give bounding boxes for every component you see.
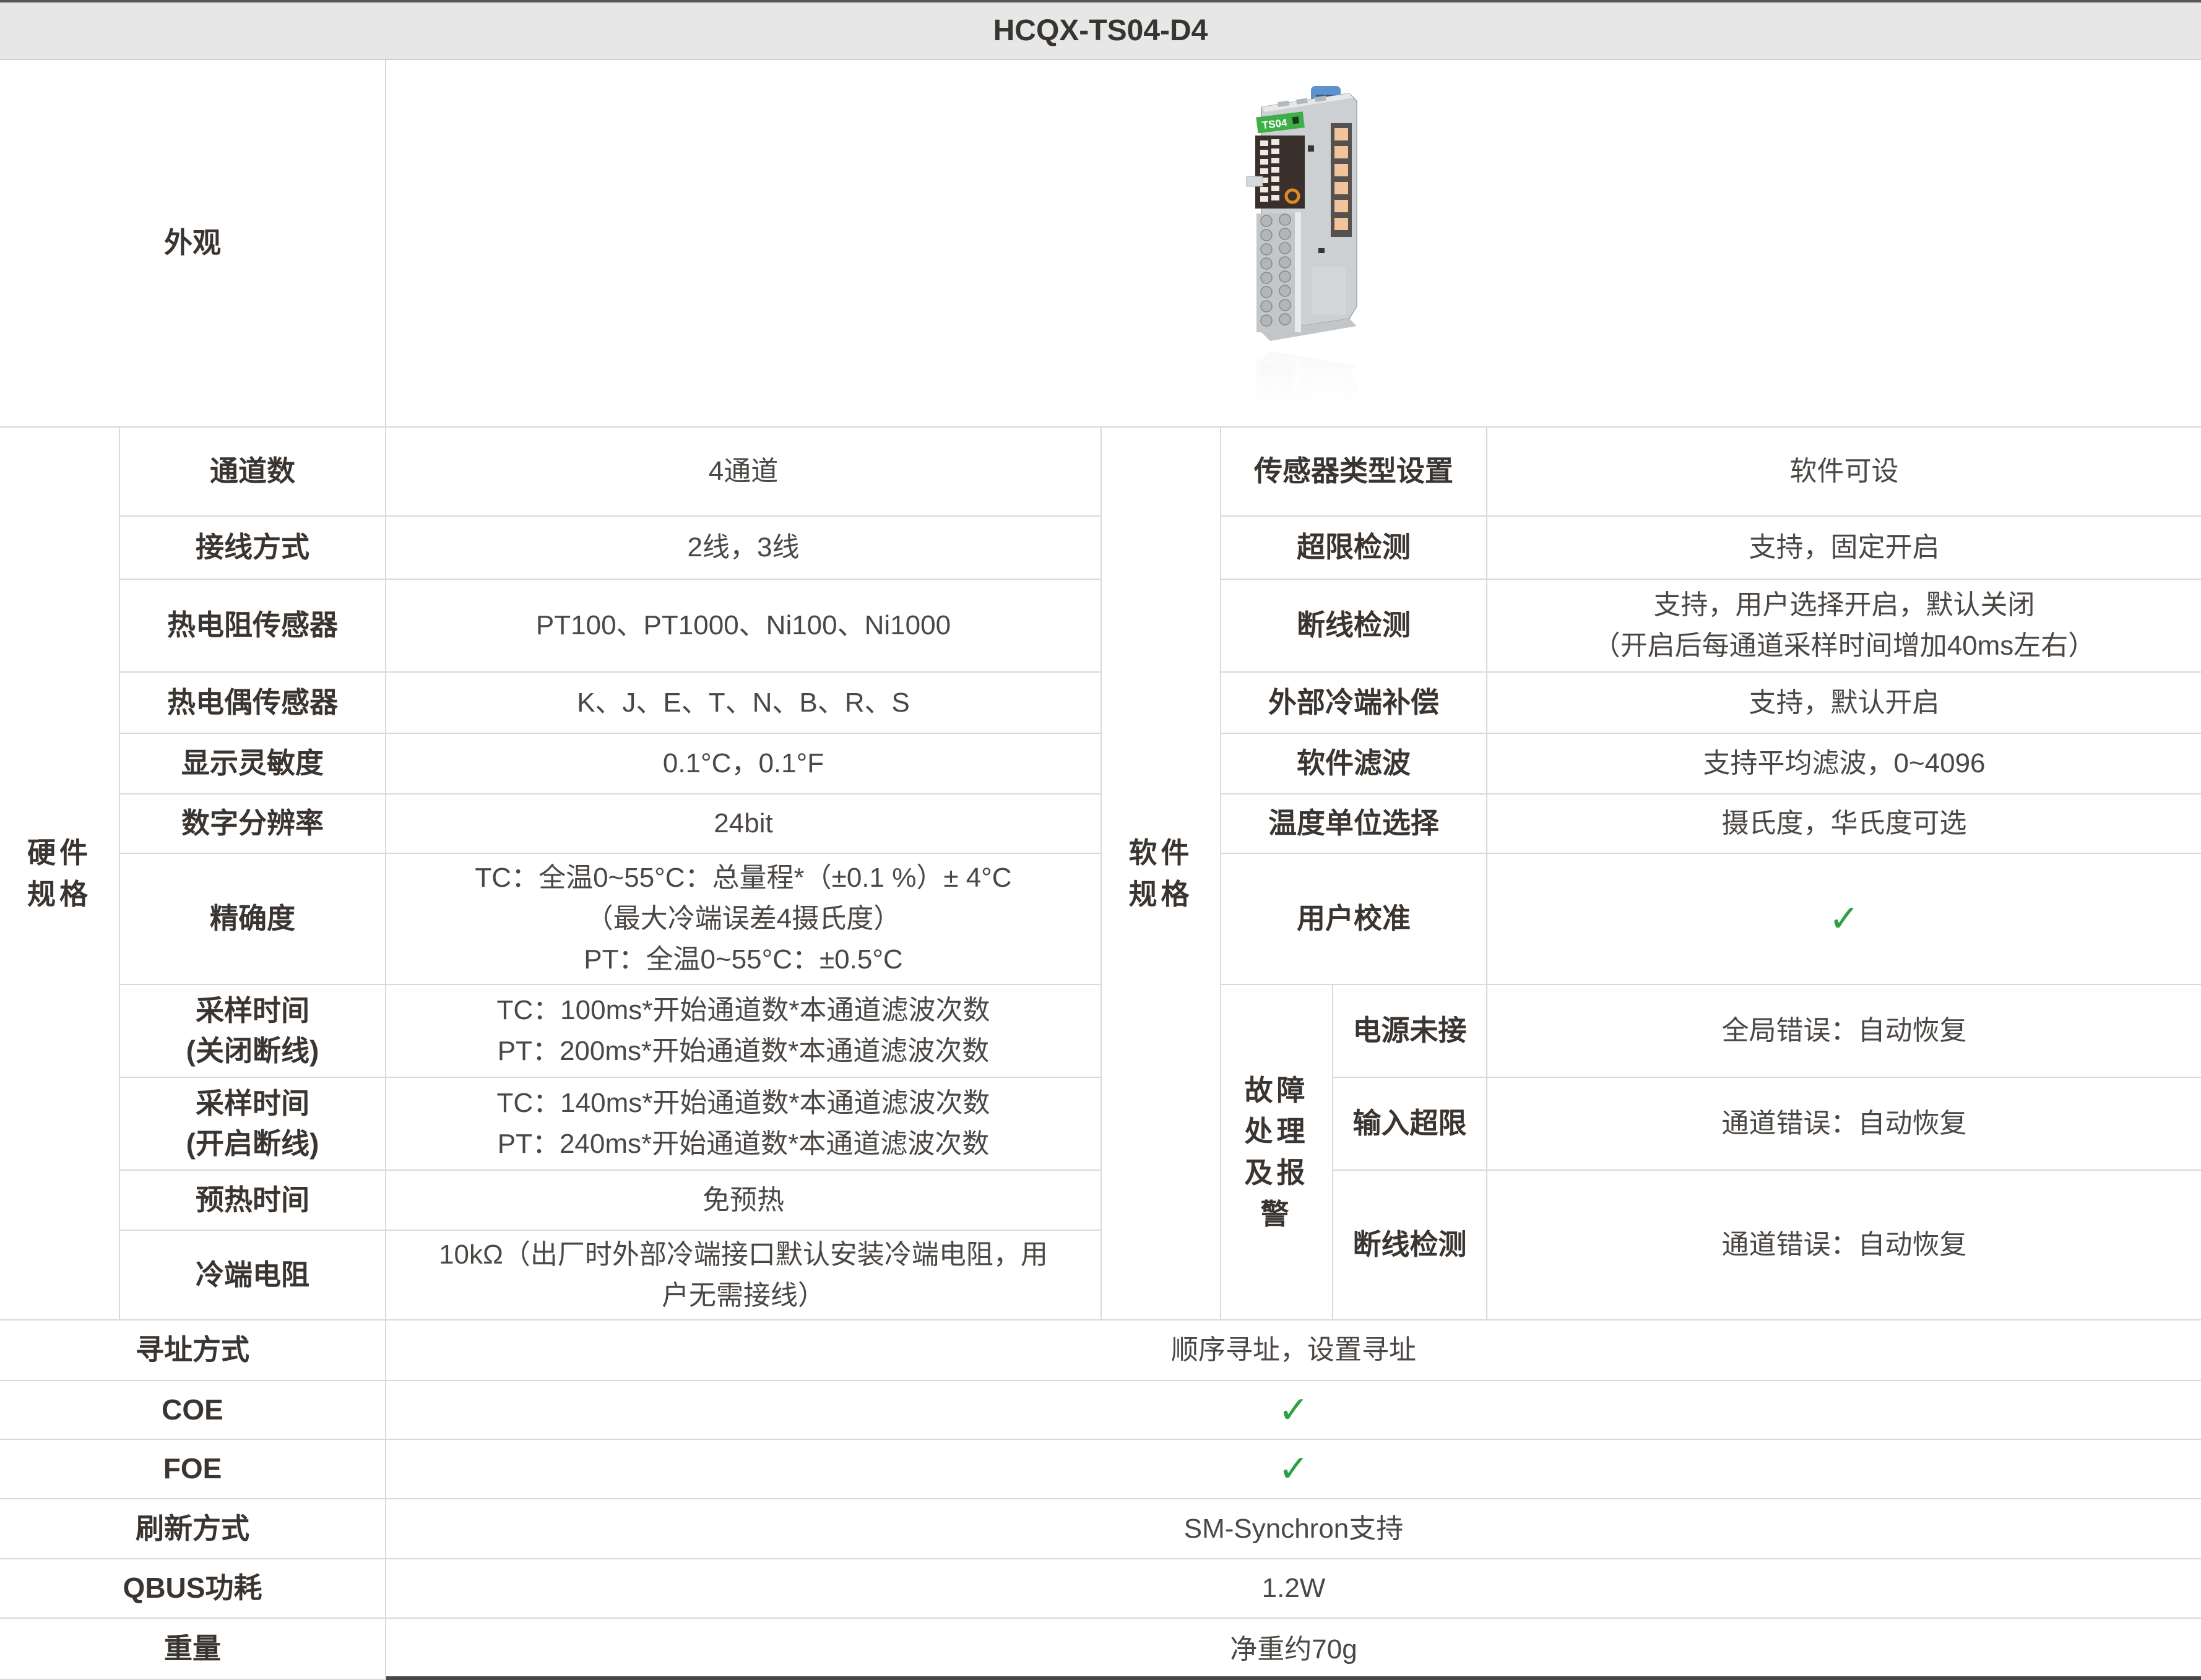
hw-label-display-sensitivity: 显示灵敏度 [120, 734, 386, 795]
reflection-fade [386, 346, 2201, 426]
gen-label-foe: FOE [0, 1440, 386, 1499]
sw-value-overlimit-detect: 支持，固定开启 [1487, 517, 2201, 580]
hw-label-digital-resolution: 数字分辨率 [120, 795, 386, 854]
product-image: TS04 [1226, 86, 1362, 428]
foe-check-icon: ✓ [386, 1440, 2201, 1499]
hw-value-display-sensitivity: 0.1°C，0.1°F [386, 734, 1102, 795]
hw-value-sampling-time-open: TC：140ms*开始通道数*本通道滤波次数 PT：240ms*开始通道数*本通… [386, 1078, 1102, 1171]
gen-value-refresh-mode: SM-Synchron支持 [386, 1499, 2201, 1559]
hw-value-warmup-time: 免预热 [386, 1171, 1102, 1231]
hw-value-digital-resolution: 24bit [386, 795, 1102, 854]
appearance-label: 外观 [0, 60, 386, 428]
svg-text:TS04: TS04 [1261, 117, 1288, 132]
bottom-dark-bar [386, 1676, 2201, 1680]
section-hardware-specs: 硬件 规格 [0, 428, 120, 1320]
hw-label-warmup-time: 预热时间 [120, 1171, 386, 1231]
module-green-label: TS04 [1256, 111, 1305, 134]
hw-label-tc-sensor: 热电偶传感器 [120, 673, 386, 734]
gen-label-refresh-mode: 刷新方式 [0, 1499, 386, 1559]
hw-label-channels: 通道数 [120, 428, 386, 517]
hw-value-channels: 4通道 [386, 428, 1102, 517]
sw-label-temp-unit: 温度单位选择 [1221, 795, 1487, 854]
fault-label-wire-break: 断线检测 [1333, 1171, 1487, 1320]
hw-label-sampling-time-closed: 采样时间 (关闭断线) [120, 985, 386, 1078]
hw-value-rtd-sensor: PT100、PT1000、Ni100、Ni1000 [386, 580, 1102, 673]
page-title: HCQX-TS04-D4 [0, 0, 2201, 60]
fault-value-wire-break: 通道错误：自动恢复 [1487, 1171, 2201, 1320]
sw-value-sensor-type: 软件可设 [1487, 428, 2201, 517]
hw-value-cold-junction-resistor: 10kΩ（出厂时外部冷端接口默认安装冷端电阻，用 户无需接线） [386, 1231, 1102, 1320]
sw-label-sensor-type: 传感器类型设置 [1221, 428, 1487, 517]
gen-label-coe: COE [0, 1381, 386, 1440]
hw-value-sampling-time-closed: TC：100ms*开始通道数*本通道滤波次数 PT：200ms*开始通道数*本通… [386, 985, 1102, 1078]
sw-value-software-filter: 支持平均滤波，0~4096 [1487, 734, 2201, 795]
sw-value-wire-break-detect: 支持，用户选择开启，默认关闭 （开启后每通道采样时间增加40ms左右） [1487, 580, 2201, 673]
gen-value-addressing: 顺序寻址，设置寻址 [386, 1320, 2201, 1381]
hw-label-wiring: 接线方式 [120, 517, 386, 580]
fault-label-input-overlimit: 输入超限 [1333, 1078, 1487, 1171]
gen-value-qbus-power: 1.2W [386, 1559, 2201, 1619]
fault-value-input-overlimit: 通道错误：自动恢复 [1487, 1078, 2201, 1171]
sw-label-wire-break-detect: 断线检测 [1221, 580, 1487, 673]
gen-label-qbus-power: QBUS功耗 [0, 1559, 386, 1619]
gen-label-addressing: 寻址方式 [0, 1320, 386, 1381]
user-calibration-check-icon: ✓ [1487, 854, 2201, 985]
fault-value-power-not-connected: 全局错误：自动恢复 [1487, 985, 2201, 1078]
section-software-specs: 软件 规格 [1102, 428, 1221, 1320]
hw-label-cold-junction-resistor: 冷端电阻 [120, 1231, 386, 1320]
hw-label-accuracy: 精确度 [120, 854, 386, 985]
gen-value-weight: 净重约70g [1230, 1634, 1357, 1665]
gen-label-weight: 重量 [0, 1619, 386, 1680]
sw-label-external-cold-junction: 外部冷端补偿 [1221, 673, 1487, 734]
coe-check-icon: ✓ [386, 1381, 2201, 1440]
hw-label-rtd-sensor: 热电阻传感器 [120, 580, 386, 673]
sw-label-software-filter: 软件滤波 [1221, 734, 1487, 795]
hw-value-wiring: 2线，3线 [386, 517, 1102, 580]
hw-value-accuracy: TC：全温0~55°C：总量程*（±0.1 %）± 4°C （最大冷端误差4摄氏… [386, 854, 1102, 985]
product-image-cell: TS04 [386, 60, 2201, 428]
hw-value-tc-sensor: K、J、E、T、N、B、R、S [386, 673, 1102, 734]
section-fault-handling: 故障 处理 及报 警 [1221, 985, 1333, 1320]
fault-label-power-not-connected: 电源未接 [1333, 985, 1487, 1078]
sw-label-user-calibration: 用户校准 [1221, 854, 1487, 985]
module-photo-svg: TS04 [1246, 86, 1357, 341]
hw-label-sampling-time-open: 采样时间 (开启断线) [120, 1078, 386, 1171]
sw-value-external-cold-junction: 支持，默认开启 [1487, 673, 2201, 734]
sw-value-temp-unit: 摄氏度，华氏度可选 [1487, 795, 2201, 854]
sw-label-overlimit-detect: 超限检测 [1221, 517, 1487, 580]
